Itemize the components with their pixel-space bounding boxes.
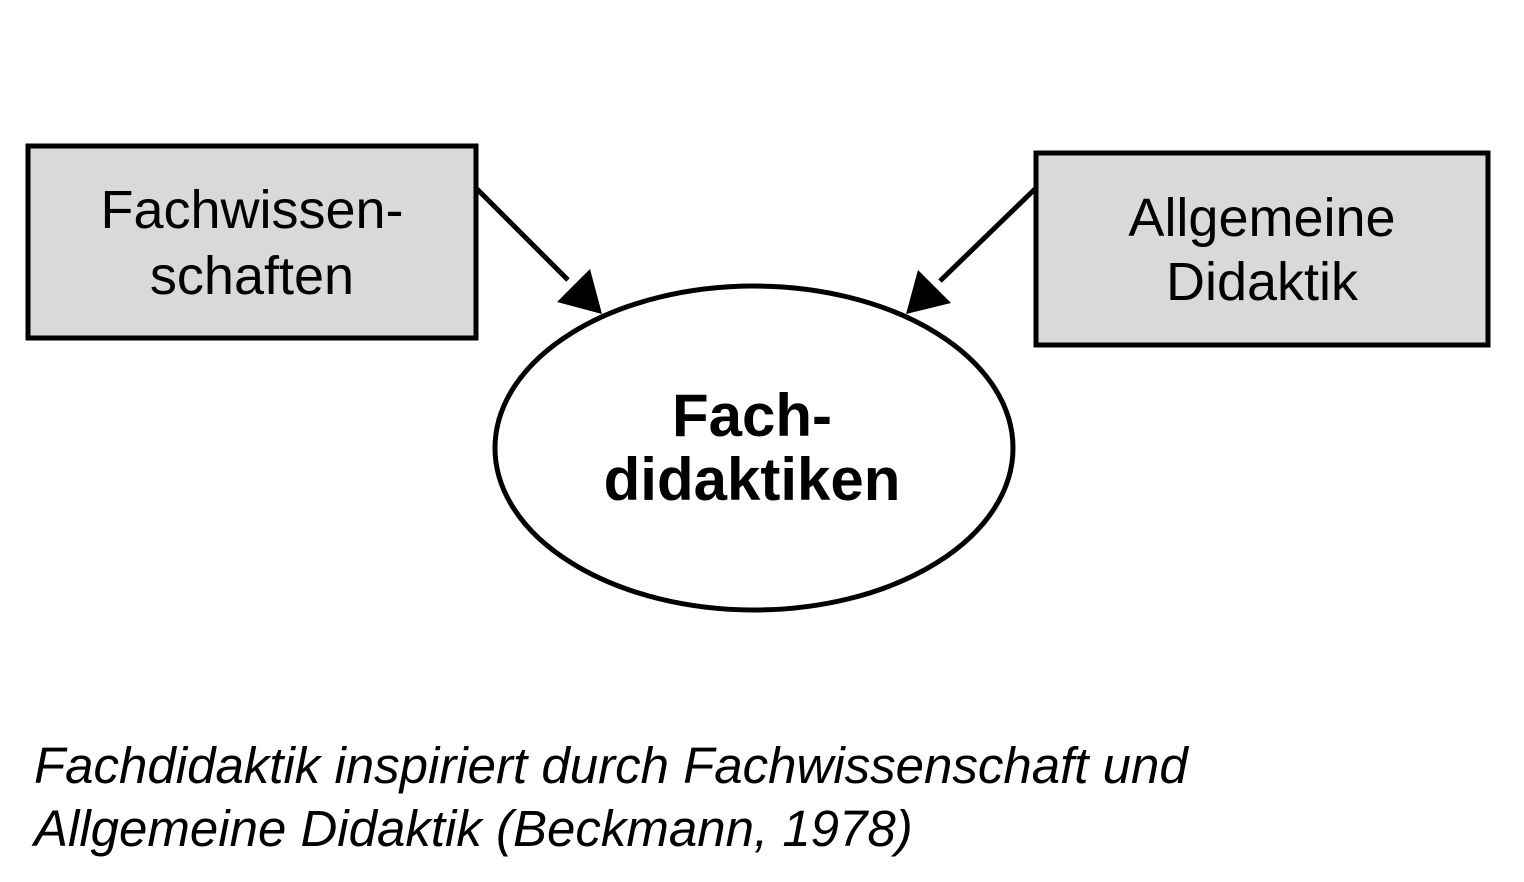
allgemeine-didaktik-node: Allgemeine Didaktik: [1033, 150, 1491, 348]
caption-line-1: Fachdidaktik inspiriert durch Fachwissen…: [34, 737, 1188, 794]
arrow-left-head: [557, 269, 602, 314]
arrow-right-to-center: [906, 186, 1038, 314]
allgemeine-didaktik-label-line1: Allgemeine: [1128, 188, 1395, 248]
allgemeine-didaktik-label-line2: Didaktik: [1166, 252, 1359, 312]
allgemeine-didaktik-box: [1033, 150, 1491, 348]
fachdidaktiken-node: Fach- didaktiken: [492, 283, 1016, 613]
fachwissenschaften-label-line1: Fachwissen-: [100, 180, 403, 240]
arrow-left-to-center: [474, 186, 602, 314]
concept-diagram: Fachwissen- schaften Allgemeine Didaktik…: [25, 143, 1491, 613]
arrow-right-shaft: [938, 186, 1038, 283]
arrow-left-shaft: [474, 186, 570, 282]
fachwissenschaften-label-line2: schaften: [150, 246, 354, 306]
figure-caption: Fachdidaktik inspiriert durch Fachwissen…: [34, 734, 1494, 860]
arrow-right-head: [906, 270, 951, 314]
fachdidaktiken-label-line1: Fach-: [672, 382, 832, 449]
fachdidaktiken-ellipse: [492, 283, 1016, 613]
fachwissenschaften-node: Fachwissen- schaften: [25, 143, 479, 341]
caption-line-2: Allgemeine Didaktik (Beckmann, 1978): [34, 800, 913, 857]
fachwissenschaften-box: [25, 143, 479, 341]
fachdidaktiken-label-line2: didaktiken: [604, 446, 901, 513]
